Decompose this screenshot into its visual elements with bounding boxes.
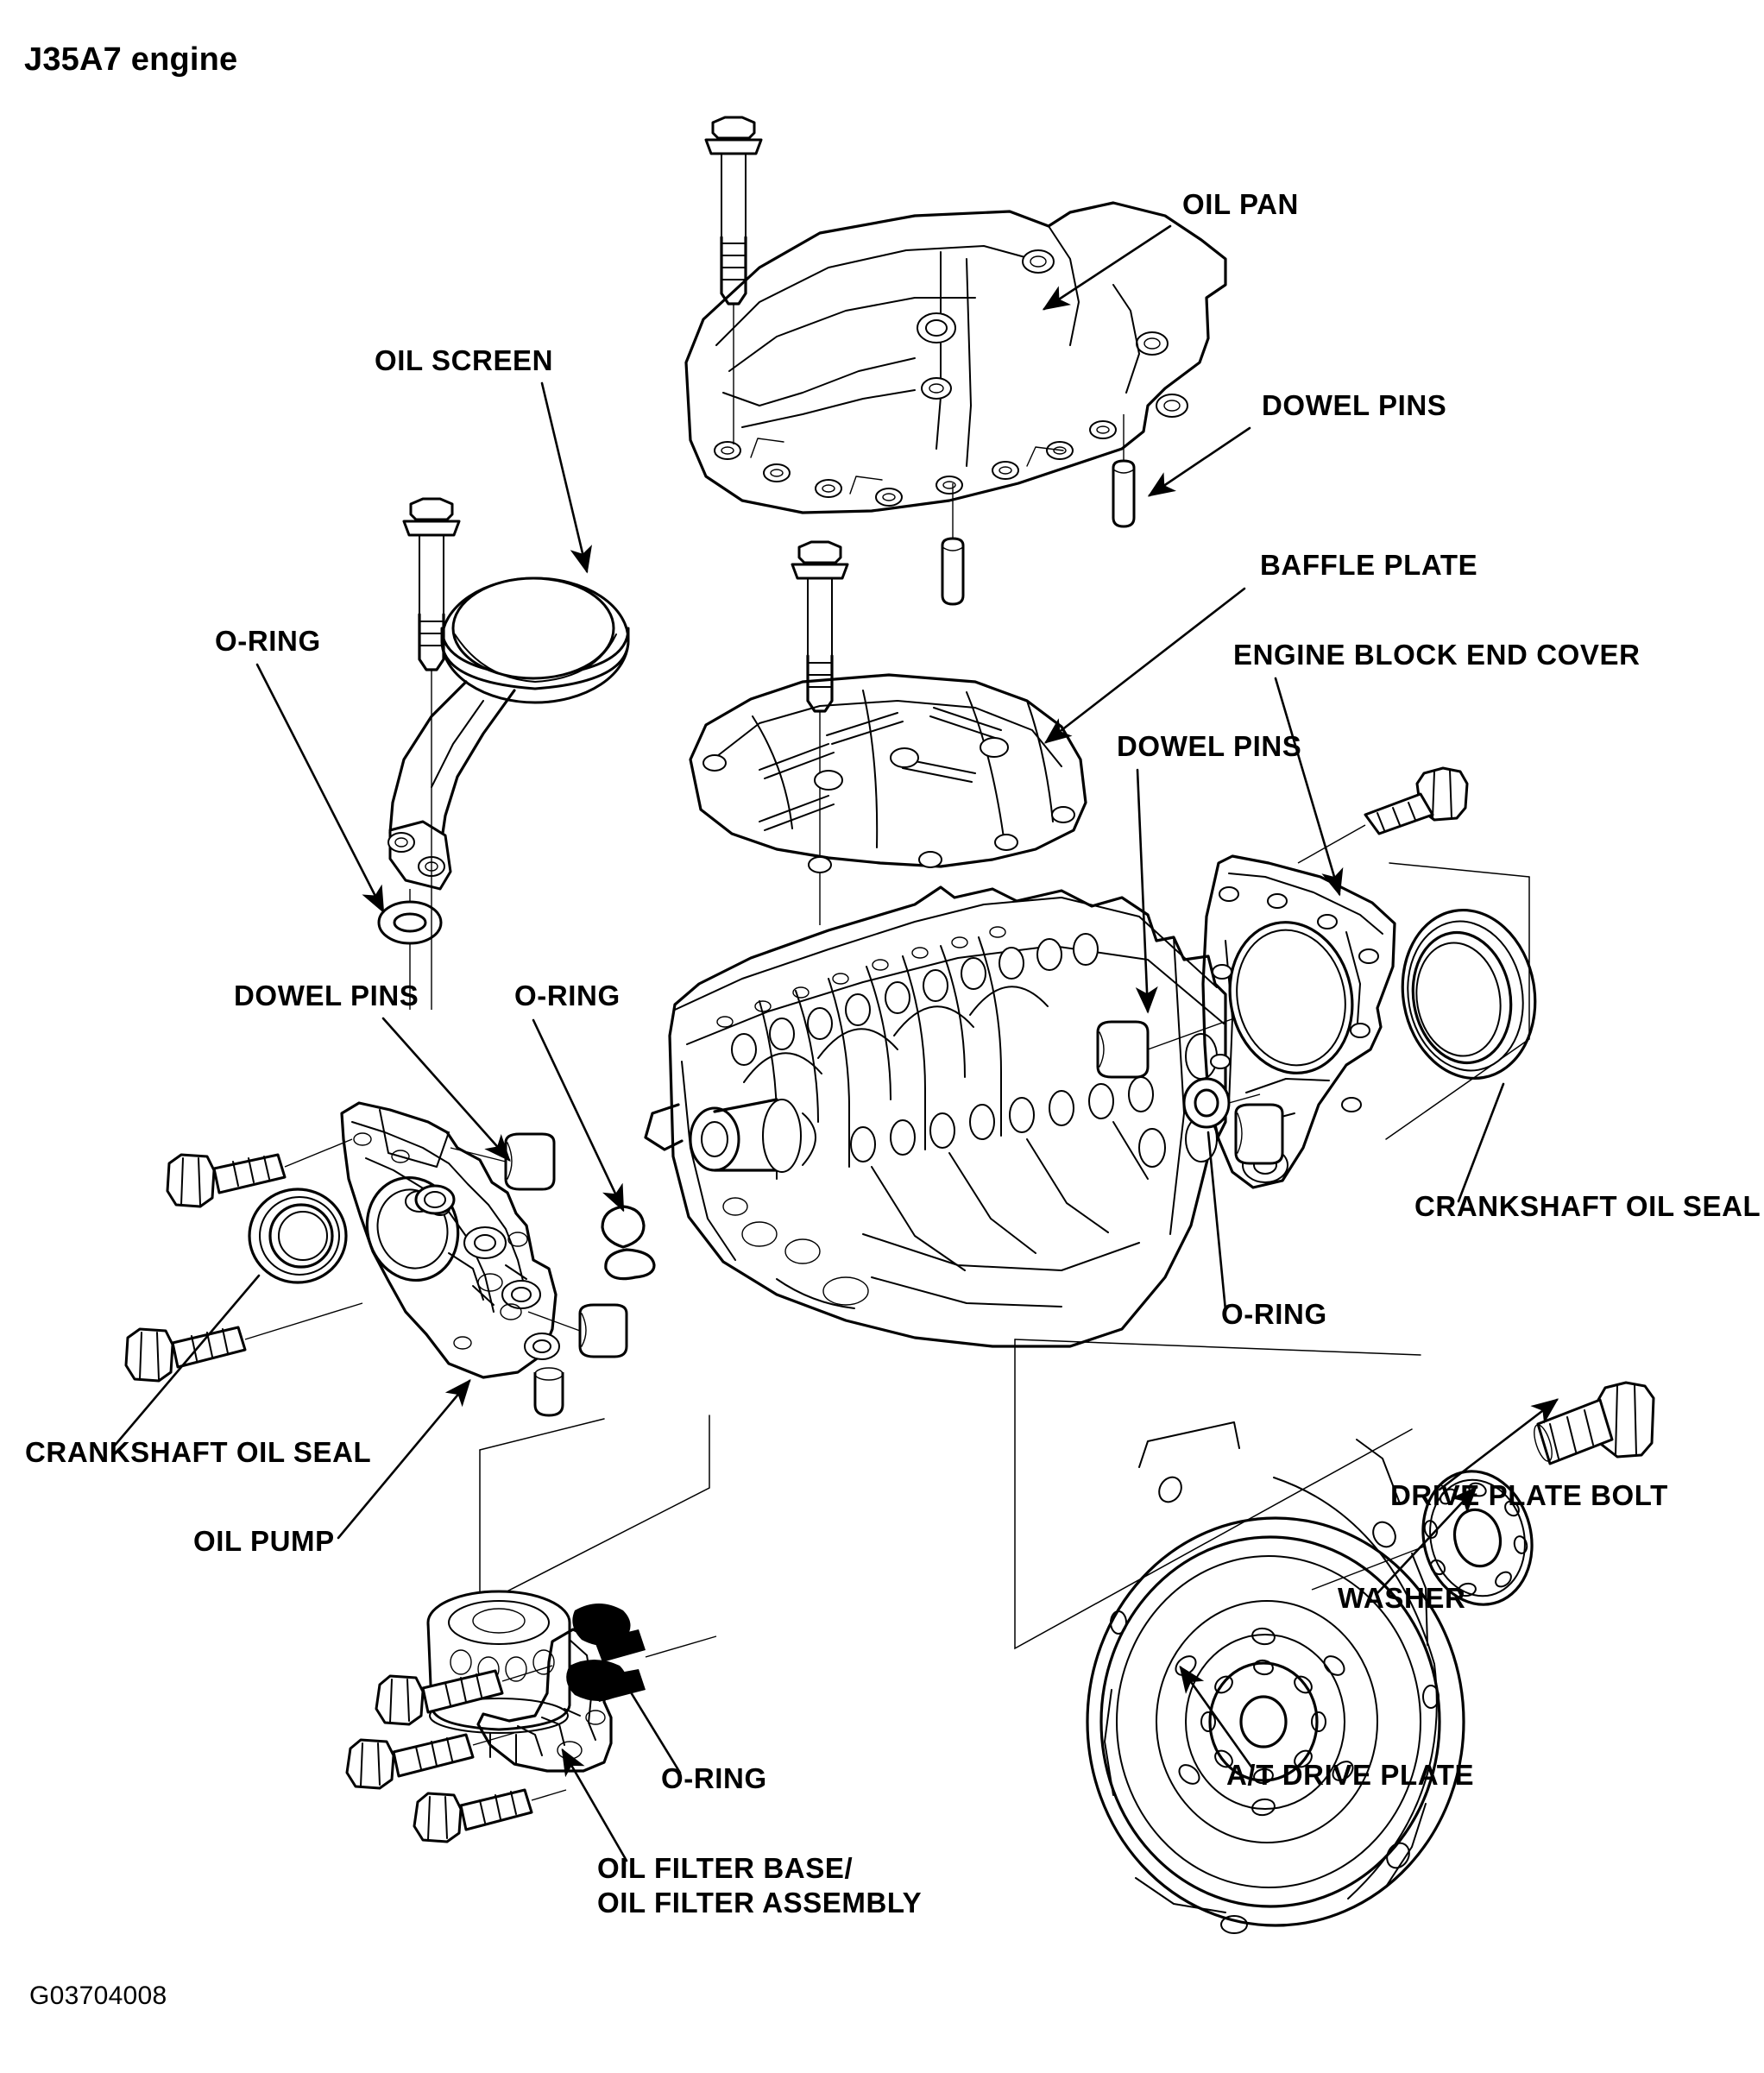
part-o-ring-oil-screen (377, 889, 443, 1010)
label-dowel-pins-oil-pan: DOWEL PINS (1262, 389, 1446, 421)
label-washer: WASHER (1338, 1582, 1465, 1614)
part-dowel-pin-oil-pump-upper (450, 1132, 556, 1191)
part-oil-filter-bolt-2 (345, 1732, 515, 1790)
page-title: J35A7 engine (24, 41, 238, 78)
label-o-ring-end-cover: O-RING (1221, 1298, 1327, 1330)
label-oil-pan: OIL PAN (1182, 188, 1299, 220)
part-dowel-pin-end-cover-2 (1234, 1103, 1284, 1165)
leader-lines (112, 224, 1559, 1862)
label-engine-block-end-cover: ENGINE BLOCK END COVER (1233, 639, 1641, 671)
label-drive-plate-bolt: DRIVE PLATE BOLT (1390, 1479, 1668, 1511)
part-crankshaft-oil-seal-rear (1401, 908, 1537, 1081)
label-dowel-pins-oil-pump: DOWEL PINS (234, 980, 419, 1011)
part-dowel-pin-oil-pump-lower (527, 1303, 628, 1358)
part-oil-filter-bolt-1 (375, 1665, 553, 1726)
part-engine-block-end-cover (1201, 854, 1396, 1189)
part-oil-pan-bolt-upper (704, 116, 763, 444)
label-o-ring-oil-filter: O-RING (661, 1762, 767, 1794)
figure-id: G03704008 (29, 1982, 167, 2010)
part-oil-filter-bolt-3 (413, 1788, 567, 1843)
label-o-ring-oil-pump: O-RING (514, 980, 621, 1011)
part-o-ring-end-cover (1182, 1077, 1261, 1129)
part-drive-plate-bolt (1534, 1381, 1655, 1465)
part-end-cover-bolt (1297, 766, 1469, 864)
diagram-labels: OIL PAN DOWEL PINS OIL SCREEN O-RING BAF… (25, 188, 1761, 1919)
label-oil-filter-base-line1: OIL FILTER BASE/ (597, 1852, 853, 1884)
part-oil-pump-bolt-upper (166, 1138, 353, 1208)
label-crankshaft-oil-seal-rear: CRANKSHAFT OIL SEAL (1414, 1190, 1761, 1222)
part-oil-pump (340, 1101, 564, 1417)
part-baffle-plate (689, 673, 1087, 873)
part-oil-screen (387, 577, 630, 891)
label-oil-filter-base-line2: OIL FILTER ASSEMBLY (597, 1887, 922, 1919)
label-o-ring-oil-screen: O-RING (215, 625, 321, 657)
part-dowel-pin-pan-left (941, 483, 965, 606)
label-crankshaft-oil-seal-front: CRANKSHAFT OIL SEAL (25, 1436, 371, 1468)
part-at-drive-plate (1086, 1421, 1465, 1934)
part-dowel-pin-pan-right (1112, 414, 1136, 528)
part-oil-pan (684, 201, 1227, 514)
part-o-ring-oil-filter (566, 1604, 717, 1702)
part-crankshaft-oil-seal-front (248, 1188, 348, 1284)
label-oil-pump: OIL PUMP (193, 1525, 335, 1557)
label-oil-screen: OIL SCREEN (375, 344, 553, 376)
part-oil-screen-bolt (402, 497, 461, 1010)
part-o-ring-oil-pump (601, 1205, 656, 1281)
label-baffle-plate: BAFFLE PLATE (1260, 549, 1477, 581)
label-dowel-pins-end-cover: DOWEL PINS (1117, 730, 1301, 762)
label-at-drive-plate: A/T DRIVE PLATE (1226, 1759, 1474, 1791)
part-dowel-pin-end-cover (1096, 1018, 1235, 1079)
part-engine-block (644, 885, 1227, 1348)
part-oil-pump-bolt-lower (124, 1302, 363, 1383)
